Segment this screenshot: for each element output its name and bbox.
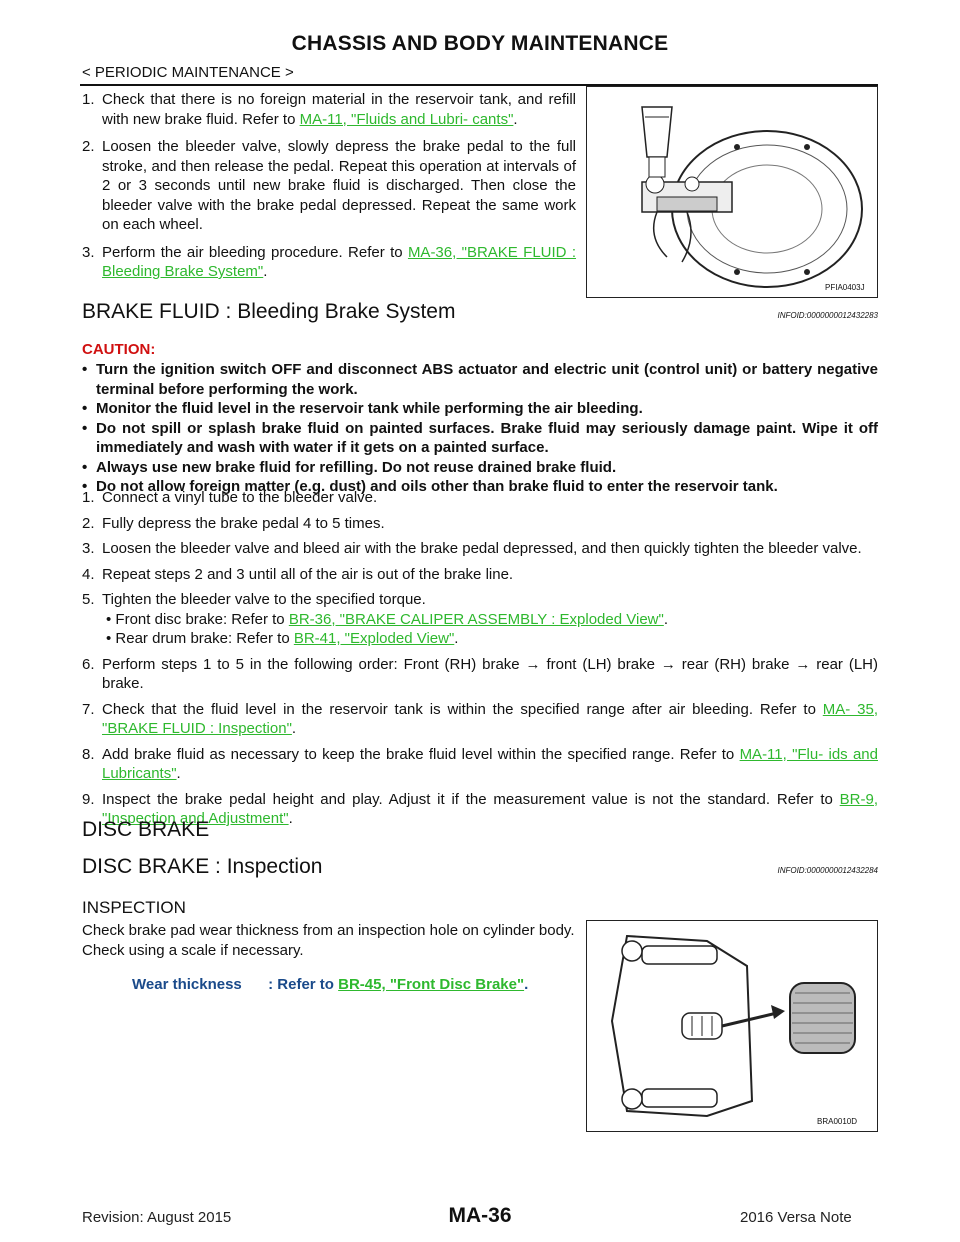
period: . xyxy=(288,810,293,827)
info-id: INFOID:0000000012432283 xyxy=(777,311,878,320)
bleeding-step-5: 5.Tighten the bleeder valve to the speci… xyxy=(82,590,878,649)
caution-item: •Monitor the fluid level in the reservoi… xyxy=(82,400,643,417)
info-id: INFOID:0000000012432284 xyxy=(777,866,878,875)
footer-revision: Revision: August 2015 xyxy=(82,1209,232,1226)
sub-item-rear-drum: • Rear drum brake: Refer to BR-41, "Expl… xyxy=(102,629,878,649)
sub-item-text: • Front disc brake: Refer to xyxy=(106,610,289,628)
caution-text: Turn the ignition switch OFF and disconn… xyxy=(96,361,878,398)
heading-bleeding-brake-system: BRAKE FLUID : Bleeding Brake System xyxy=(82,300,456,323)
caution-item: •Do not spill or splash brake fluid on p… xyxy=(82,419,878,457)
period: . xyxy=(454,630,459,647)
link-ma-36-bleeding[interactable]: MA-36, "BRAKE FLUID : Bleeding Brake Sys… xyxy=(102,243,577,281)
bleeding-steps: 1.Connect a vinyl tube to the bleeder va… xyxy=(82,488,878,829)
step-text: Tighten the bleeder valve to the specifi… xyxy=(102,591,426,608)
caution-title: CAUTION: xyxy=(82,341,156,358)
bleeding-step-2: 2.Fully depress the brake pedal 4 to 5 t… xyxy=(82,514,385,532)
period: . xyxy=(176,765,181,782)
figure-disc-caliper: BRA0010D xyxy=(586,920,878,1132)
caution-item: •Do not allow foreign matter (e.g. dust)… xyxy=(82,478,778,495)
link-br-45-front-disc[interactable]: BR-45, "Front Disc Brake" xyxy=(338,976,525,993)
step-text: Inspect the brake pedal height and play.… xyxy=(102,790,840,808)
inspection-title: INSPECTION xyxy=(82,898,186,917)
period: . xyxy=(291,720,297,737)
caution-text: Always use new brake fluid for refilling… xyxy=(96,458,617,476)
caution-item: •Always use new brake fluid for refillin… xyxy=(82,458,617,476)
section-breadcrumb: < PERIODIC MAINTENANCE > xyxy=(82,64,294,81)
caution-item: •Turn the ignition switch OFF and discon… xyxy=(82,361,878,398)
sub-item-text: • Rear drum brake: Refer to xyxy=(106,630,294,647)
link-ma-11-fluids[interactable]: MA-11, "Fluids and Lubri- cants" xyxy=(299,110,514,128)
step-text: Fully depress the brake pedal 4 to 5 tim… xyxy=(102,514,385,532)
wear-thickness-note: Wear thickness : Refer to BR-45, "Front … xyxy=(130,976,531,993)
step-number: 3. xyxy=(82,243,95,261)
step-period: . xyxy=(263,263,268,280)
step-text: Loosen the bleeder valve, slowly depress… xyxy=(102,138,576,233)
step-text: Repeat steps 2 and 3 until all of the ai… xyxy=(102,565,514,583)
period: . xyxy=(663,610,668,628)
caution-text: Monitor the fluid level in the reservoir… xyxy=(96,400,643,417)
link-ma-35-inspection[interactable]: MA- 35, "BRAKE FLUID : Inspection" xyxy=(102,700,878,738)
wear-label: Wear thickness xyxy=(132,976,242,993)
intro-steps: 1. Check that there is no foreign materi… xyxy=(82,90,576,282)
intro-step-2: 2. Loosen the bleeder valve, slowly depr… xyxy=(82,137,576,235)
step-text: Perform the air bleeding procedure. Refe… xyxy=(102,243,408,261)
bleeding-step-7: 7.Check that the fluid level in the rese… xyxy=(82,700,878,738)
intro-step-3: 3. Perform the air bleeding procedure. R… xyxy=(82,243,576,282)
bleeding-step-9: 9.Inspect the brake pedal height and pla… xyxy=(82,790,878,828)
figure-brake-booster: PFIA0403J xyxy=(586,86,878,298)
brake-booster-illustration xyxy=(641,106,863,288)
period: . xyxy=(524,976,529,993)
page-number: MA-36 xyxy=(448,1204,512,1227)
caliper-illustration xyxy=(610,934,856,1118)
bleeding-step-3: 3.Loosen the bleeder valve and bleed air… xyxy=(82,540,862,557)
bleeding-step-4: 4.Repeat steps 2 and 3 until all of the … xyxy=(82,565,514,583)
page-title: CHASSIS AND BODY MAINTENANCE xyxy=(291,32,669,55)
link-br-41-exploded[interactable]: BR-41, "Exploded View" xyxy=(293,630,455,647)
inspection-text: Check brake pad wear thickness from an i… xyxy=(82,922,575,959)
step-period: . xyxy=(513,110,518,128)
heading-disc-brake: DISC BRAKE xyxy=(82,818,210,841)
footer-model: 2016 Versa Note xyxy=(740,1209,852,1226)
link-br-36-caliper[interactable]: BR-36, "BRAKE CALIPER ASSEMBLY : Explode… xyxy=(288,610,664,628)
wear-refer: : Refer to xyxy=(268,976,339,993)
caution-text: Do not spill or splash brake fluid on pa… xyxy=(96,419,878,457)
bleeding-step-6: 6.Perform steps 1 to 5 in the following … xyxy=(82,655,878,693)
step-text: Loosen the bleeder valve and bleed air w… xyxy=(102,540,862,557)
bleeding-step-1: 1.Connect a vinyl tube to the bleeder va… xyxy=(82,489,378,506)
step-number: 1. xyxy=(82,91,95,108)
step-text: Perform steps 1 to 5 in the following or… xyxy=(102,655,878,693)
intro-step-1: 1. Check that there is no foreign materi… xyxy=(82,90,576,129)
step-text: Check that the fluid level in the reserv… xyxy=(102,700,823,718)
sub-item-front-disc: • Front disc brake: Refer to BR-36, "BRA… xyxy=(102,610,878,630)
link-br-9-inspection[interactable]: BR-9, "Inspection and Adjustment" xyxy=(102,790,878,828)
step-text: Check that there is no foreign material … xyxy=(102,91,576,128)
figure-label: PFIA0403J xyxy=(825,283,865,292)
step-number: 2. xyxy=(82,138,95,155)
heading-disc-brake-inspection: DISC BRAKE : Inspection xyxy=(82,855,323,878)
link-ma-11-fluids[interactable]: MA-11, "Flu- ids and Lubricants" xyxy=(102,745,878,783)
caution-list: •Turn the ignition switch OFF and discon… xyxy=(82,360,878,497)
caution-text: Do not allow foreign matter (e.g. dust) … xyxy=(96,478,778,495)
figure-label: BRA0010D xyxy=(817,1117,858,1126)
step-text: Add brake fluid as necessary to keep the… xyxy=(102,745,740,763)
header-rule xyxy=(80,84,878,86)
bleeding-step-8: 8.Add brake fluid as necessary to keep t… xyxy=(82,745,878,783)
step-text: Connect a vinyl tube to the bleeder valv… xyxy=(102,489,378,506)
